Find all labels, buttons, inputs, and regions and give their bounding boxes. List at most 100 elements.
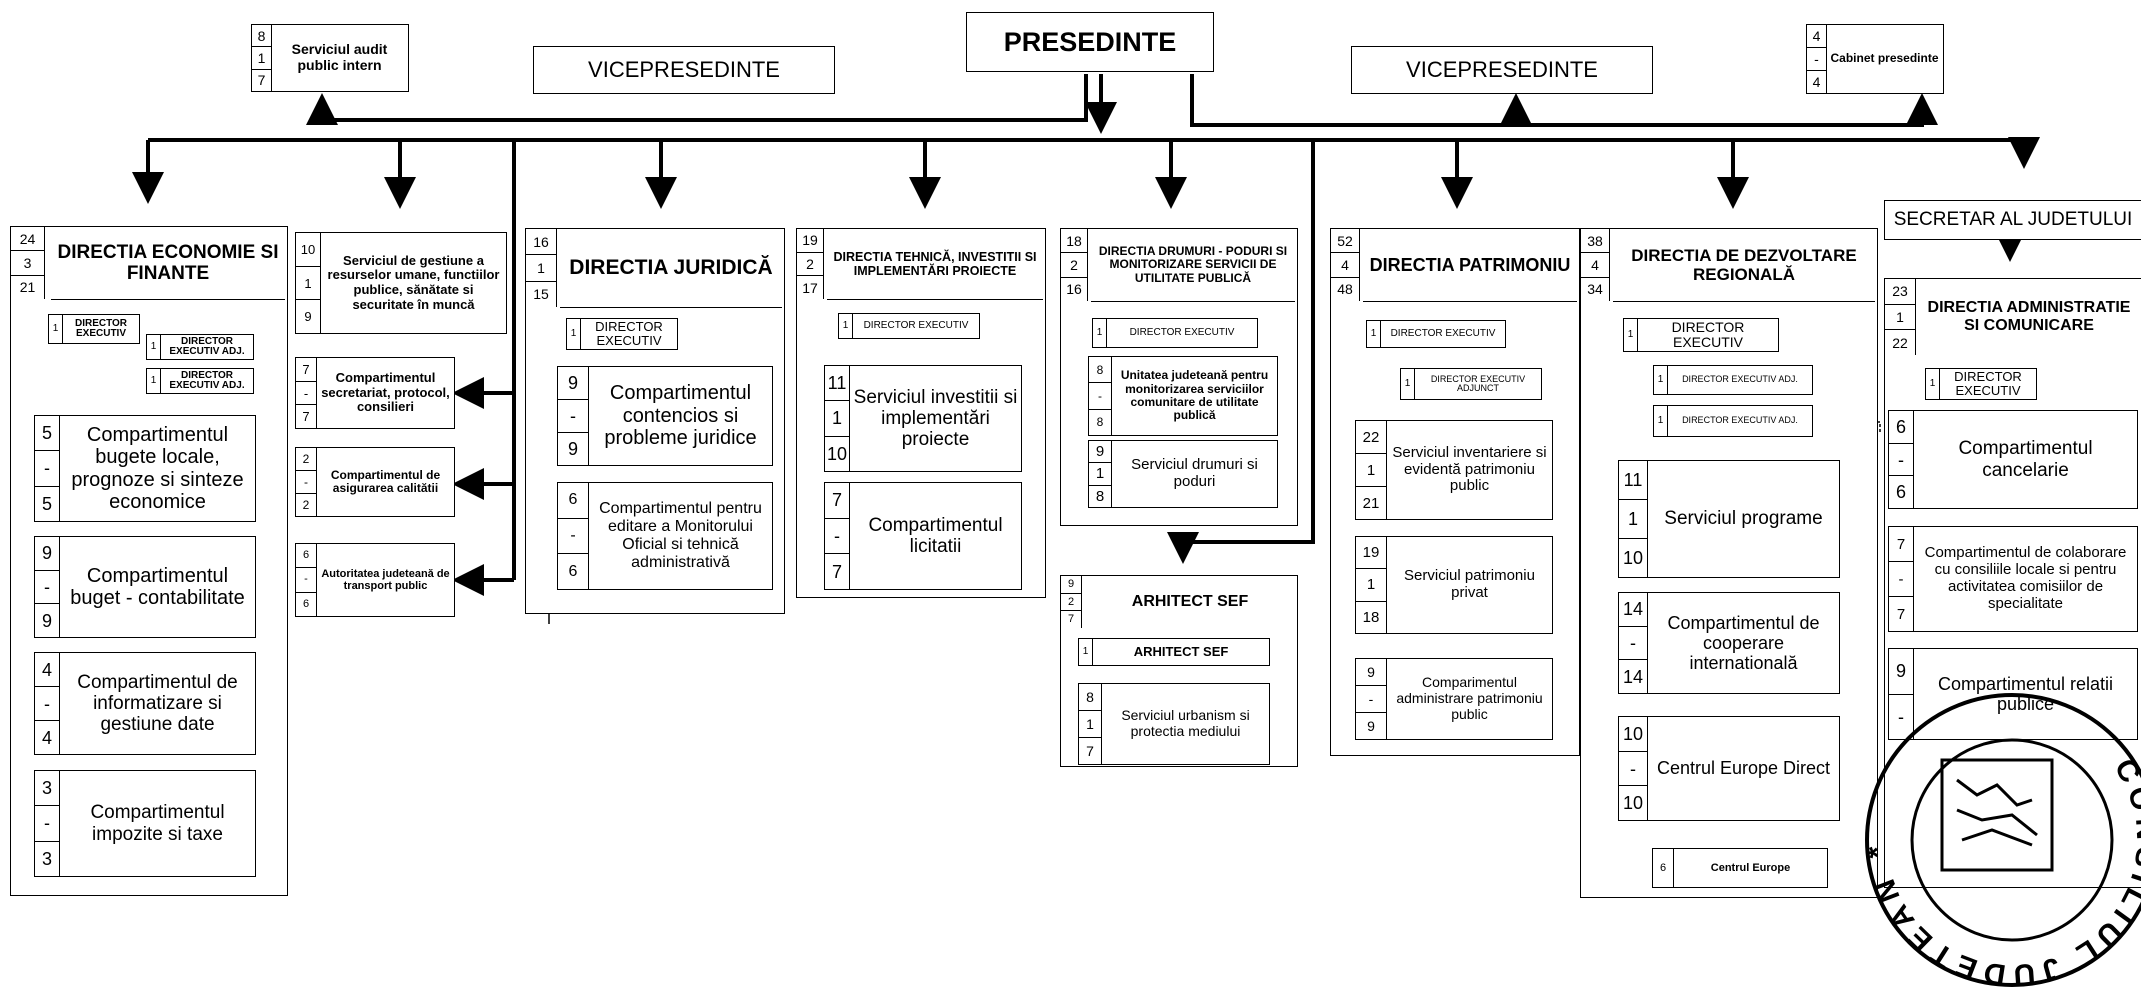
director-label: DIRECTOR EXECUTIV ADJ. — [169, 335, 245, 357]
staff-management: - — [558, 519, 588, 555]
staff-execution: 21 — [19, 279, 36, 296]
staff-management: 1 — [825, 401, 849, 437]
unit-title: Compartimentul cancelarie — [1958, 438, 2093, 481]
staff-management: 1 — [1356, 454, 1386, 487]
unit-title: Unitatea judeteană pentru monitorizarea … — [1120, 368, 1269, 423]
cabinet-title: Cabinet presedinte — [1830, 51, 1939, 66]
juridica-director-executiv: 1 DIRECTOR EXECUTIV — [566, 318, 678, 350]
staff-management: - — [1619, 627, 1647, 661]
patrimoniu-director-adjunct: 1 DIRECTOR EXECUTIV ADJUNCT — [1400, 368, 1542, 400]
staff-management: 4 — [1331, 253, 1359, 278]
staff-execution: 7 — [1067, 613, 1075, 626]
staff-total: 8 — [1089, 357, 1111, 384]
staff-management: 1 — [526, 255, 556, 282]
unit-title: Serviciul drumuri si poduri — [1131, 456, 1258, 490]
arhitect-staff-counts: 9 2 7 — [1061, 576, 1082, 628]
tehnica-director-executiv: 1 DIRECTOR EXECUTIV — [838, 313, 980, 339]
director-label: DIRECTOR EXECUTIV ADJUNCT — [1430, 373, 1526, 393]
staff-management: 1 — [1079, 711, 1101, 738]
director-label: DIRECTOR EXECUTIV ADJ. — [1682, 415, 1798, 426]
staff-management: - — [35, 451, 59, 487]
unit-title: Compartimentul pentru editare a Monitoru… — [599, 500, 762, 571]
unit-staff-counts: 6-6 — [296, 544, 317, 616]
staff-total: 22 — [1356, 421, 1386, 454]
staff-management: - — [35, 571, 59, 605]
audit-staff-counts: 8 1 7 — [252, 25, 272, 91]
director-label: ARHITECT SEF — [1133, 644, 1229, 660]
staff-execution: 9 — [304, 309, 312, 325]
staff-total: 38 — [1581, 229, 1609, 254]
staff-total: 9 — [35, 537, 59, 571]
staff-management: 2 — [1061, 594, 1081, 612]
unit-europe-direct-2: 6 Centrul Europe — [1652, 848, 1828, 888]
director-count: 1 — [1654, 366, 1668, 394]
staff-total: 19 — [1356, 537, 1386, 570]
director-label: DIRECTOR EXECUTIV — [1129, 326, 1235, 338]
director-label: DIRECTOR EXECUTIV — [74, 317, 128, 339]
director-count: 1 — [1624, 319, 1638, 351]
staff-execution: 10 — [826, 443, 848, 464]
staff-management: 4 — [1581, 253, 1609, 278]
director-count: 1 — [49, 315, 63, 343]
unit-title: Centrul Europe — [1710, 861, 1791, 874]
drumuri-title: DIRECTIA DRUMURI - PODURI SI MONITORIZAR… — [1091, 229, 1295, 302]
unit-staff-counts: 6 — [1653, 849, 1674, 887]
unit-staff-counts: 7-7 — [825, 483, 850, 589]
staff-execution: 15 — [533, 286, 549, 303]
staff-total: 6 — [1659, 861, 1667, 874]
cabinet-box: 4 - 4 Cabinet presedinte — [1806, 24, 1944, 94]
director-count: 1 — [839, 314, 853, 338]
drumuri-director-executiv: 1 DIRECTOR EXECUTIV — [1092, 318, 1258, 348]
unit-relatii: 9-Compartimentul relatii publice — [1888, 648, 2138, 740]
unit-title: Serviciul investitii si implementări pro… — [853, 386, 1018, 451]
dezvoltare-title: DIRECTIA DE DEZVOLTARE REGIONALĂ — [1613, 229, 1875, 302]
staff-total: 9 — [1089, 441, 1111, 464]
unit-title: Comparimentul administrare patrimoniu pu… — [1396, 674, 1543, 722]
unit-title: Compartimentul de cooperare internationa… — [1667, 612, 1820, 674]
staff-execution: 5 — [41, 493, 52, 514]
unit-title: Centrul Europe Direct — [1656, 758, 1831, 779]
svg-text:CONSILIUL JUDETEAN * ROMANIA: CONSILIUL JUDETEAN * ROMANIA — [1862, 690, 2141, 990]
staff-total: 19 — [797, 229, 823, 253]
unit-title: Serviciul de gestiune a resurselor umane… — [327, 252, 500, 312]
dezvoltare-director-executiv: 1 DIRECTOR EXECUTIV — [1623, 318, 1779, 352]
staff-execution: 34 — [1587, 281, 1603, 298]
staff-execution: 7 — [1896, 605, 1906, 623]
unit-staff-counts: 5-5 — [35, 416, 60, 521]
staff-management: - — [1889, 444, 1913, 477]
unit-title: Compartimentul buget - contabilitate — [70, 564, 245, 609]
staff-execution: 10 — [1622, 793, 1644, 814]
staff-total: 6 — [558, 483, 588, 519]
unit-title: Compartimentul impozite si taxe — [90, 802, 225, 845]
staff-total: 3 — [35, 771, 59, 807]
staff-management: 2 — [797, 253, 823, 277]
staff-total: 6 — [296, 544, 316, 569]
unit-title: Compartimentul licitatii — [868, 514, 1003, 557]
administratie-title: DIRECTIA ADMINISTRATIE SI COMUNICARE — [1927, 299, 2131, 334]
staff-execution: 7 — [1086, 743, 1094, 759]
unit-title: Compartimentul bugete locale, prognoze s… — [71, 423, 244, 513]
staff-execution: 14 — [1622, 666, 1644, 687]
director-label: DIRECTOR EXECUTIV ADJ. — [169, 369, 245, 391]
economie-director-executiv: 1 DIRECTOR EXECUTIV — [48, 314, 140, 344]
staff-execution: 17 — [802, 279, 818, 296]
unit-title: Serviciul patrimoniu privat — [1404, 567, 1535, 601]
director-label: DIRECTOR EXECUTIV — [1390, 327, 1496, 339]
staff-total: 14 — [1619, 593, 1647, 627]
unit-staff-counts: 10-10 — [1619, 717, 1648, 820]
unit-staff-counts: 8-8 — [1089, 357, 1112, 435]
unit-licitatii: 7-7 Compartimentul licitatii — [824, 482, 1022, 590]
unit-title: Compartimentul secretariat, protocol, co… — [321, 370, 450, 415]
economie-director-adj-2: 1 DIRECTOR EXECUTIV ADJ. — [146, 368, 254, 394]
drumuri-staff-counts: 18 2 16 — [1061, 229, 1088, 301]
juridica-title: DIRECTIA JURIDICĂ — [560, 229, 782, 308]
staff-total: 23 — [1885, 279, 1915, 305]
